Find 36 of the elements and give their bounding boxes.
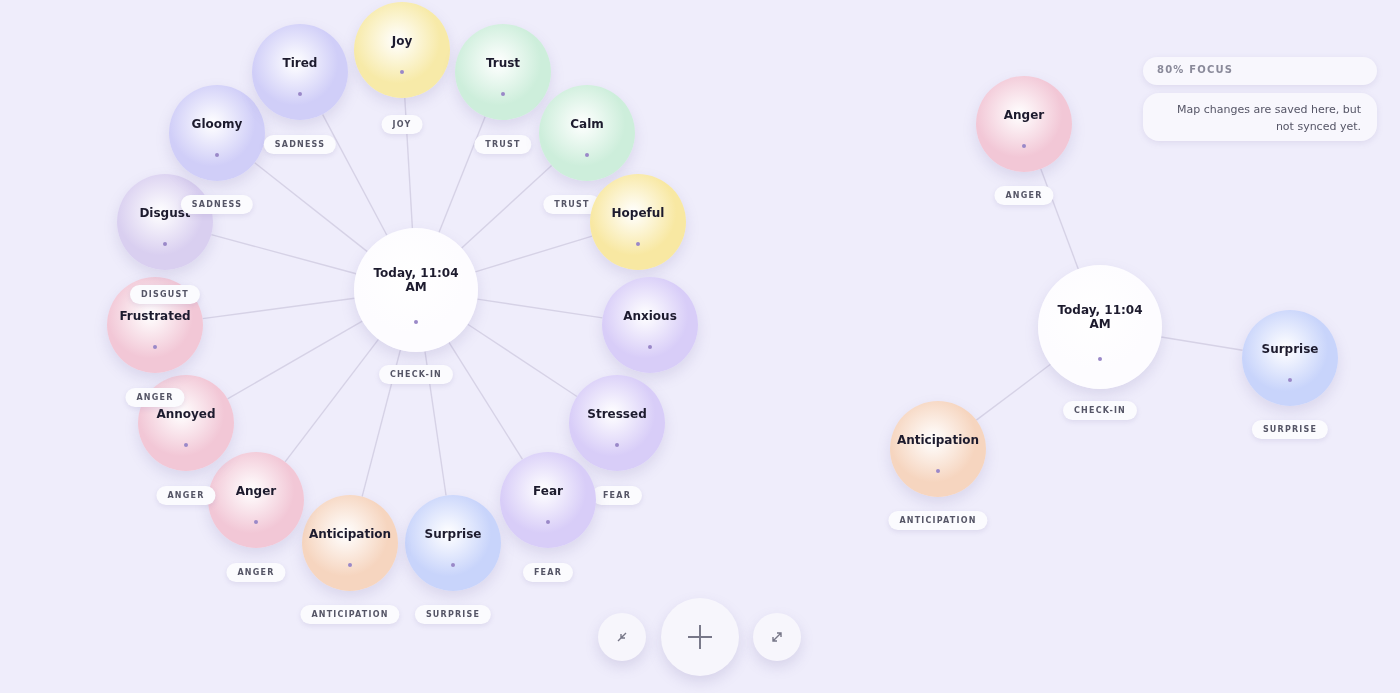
emotion-name: Anger	[1002, 108, 1046, 122]
category-tag: CHECK-IN	[379, 365, 453, 384]
sync-notice: Map changes are saved here, but not synced yet.	[1143, 93, 1377, 141]
emotion-name: Trust	[484, 56, 522, 70]
category-tag: ANTICIPATION	[888, 511, 988, 530]
emotion-name: Gloomy	[190, 117, 244, 131]
category-tag: SURPRISE	[414, 605, 492, 624]
emotion-name: Anger	[234, 484, 278, 498]
emotion-name: Surprise	[1260, 342, 1320, 356]
emotion-name: Stressed	[586, 407, 648, 421]
category-tag: FEAR	[522, 563, 574, 582]
category-tag: ANGER	[994, 186, 1054, 205]
emotion-name: Annoyed	[155, 407, 217, 421]
category-tag: ANGER	[125, 388, 185, 407]
emotion-name: Frustrated	[118, 309, 192, 323]
emotion-name: Anticipation	[307, 527, 393, 541]
category-tag: JOY	[381, 115, 423, 134]
emotion-name: Calm	[569, 117, 605, 131]
category-tag: DISGUST	[129, 285, 201, 304]
timestamp-label: Today, 11:04 AM	[1056, 303, 1144, 331]
emotion-name: Fear	[532, 484, 564, 498]
emotion-name: Joy	[390, 34, 414, 48]
emotion-name: Tired	[281, 56, 319, 70]
category-tag: TRUST	[474, 135, 532, 154]
category-tag: ANGER	[156, 486, 216, 505]
emotion-name: Anticipation	[895, 433, 981, 447]
category-tag: SURPRISE	[1251, 420, 1329, 439]
category-tag: ANTICIPATION	[300, 605, 400, 624]
emotion-name: Surprise	[423, 527, 483, 541]
category-tag: ANGER	[226, 563, 286, 582]
emotion-name: Hopeful	[610, 206, 666, 220]
timestamp-label: Today, 11:04 AM	[372, 266, 460, 294]
category-tag: SADNESS	[263, 135, 337, 154]
status-pill: 80% FOCUS	[1143, 57, 1377, 85]
emotion-name: Anxious	[622, 309, 678, 323]
category-tag: CHECK-IN	[1063, 401, 1137, 420]
